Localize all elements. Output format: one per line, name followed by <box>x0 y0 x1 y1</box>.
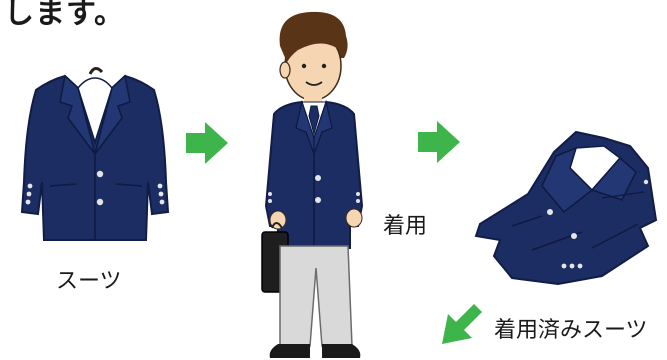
man-wearing-suit-illustration <box>261 11 364 358</box>
worn-suit-illustration <box>474 130 658 286</box>
suit-jacket-illustration <box>20 67 170 241</box>
suit-label: スーツ <box>56 269 122 294</box>
heading-fragment: します。 <box>4 0 125 31</box>
arrow-right-icon <box>186 122 228 164</box>
arrow-right-icon <box>418 121 460 163</box>
wearing-label: 着用 <box>383 214 428 239</box>
worn-suit-label: 着用済みスーツ <box>494 318 648 343</box>
arrow-down-left-icon <box>442 304 482 344</box>
